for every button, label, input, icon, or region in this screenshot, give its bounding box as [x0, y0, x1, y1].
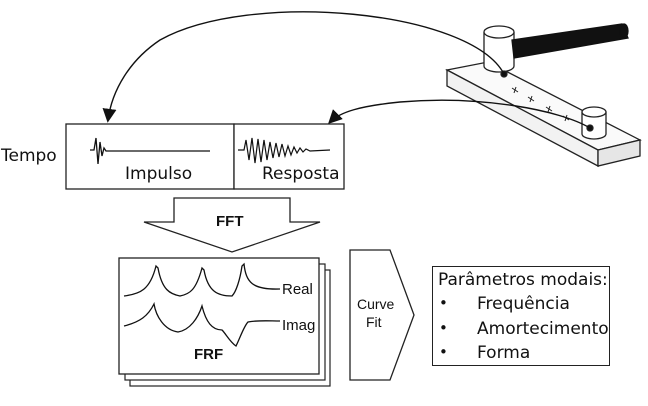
impulse-box	[65, 123, 235, 190]
label-fit: Fit	[366, 314, 382, 330]
bullet-icon: •	[439, 343, 448, 361]
response-box	[233, 123, 345, 190]
beam-end	[597, 139, 641, 167]
label-frf: FRF	[194, 346, 224, 363]
bullet-icon: •	[439, 294, 448, 312]
label-impulso: Impulso	[125, 164, 193, 184]
label-tempo: Tempo	[1, 146, 57, 166]
cable-accel-to-response	[328, 99, 591, 129]
hammer-handle	[511, 23, 629, 59]
test-rig-illustration	[445, 23, 642, 168]
label-imag: Imag	[282, 317, 316, 334]
param-frequencia: Frequência	[477, 294, 570, 314]
modal-parameters-box: Parâmetros modais: • Frequência • Amorte…	[432, 266, 610, 366]
param-amortecimento: Amortecimento	[477, 319, 609, 339]
modal-parameters-title: Parâmetros modais:	[438, 270, 608, 290]
impulse-waveform	[90, 137, 210, 165]
cable-hammer-to-impulse	[102, 11, 505, 123]
fft-arrow	[143, 197, 321, 253]
label-real: Real	[282, 281, 313, 298]
frf-real-curve	[123, 262, 281, 297]
label-curve: Curve	[357, 296, 395, 312]
time-signal-panel	[65, 123, 345, 190]
frf-panel	[118, 257, 331, 387]
bullet-icon: •	[439, 319, 448, 337]
label-resposta: Resposta	[262, 164, 340, 184]
param-forma: Forma	[477, 343, 531, 363]
accelerometer	[581, 112, 607, 140]
curve-fit-arrow	[349, 249, 415, 381]
frf-imag-curve	[123, 301, 281, 347]
response-waveform	[238, 137, 331, 164]
label-fft: FFT	[216, 213, 244, 230]
hammer-head	[483, 32, 515, 73]
